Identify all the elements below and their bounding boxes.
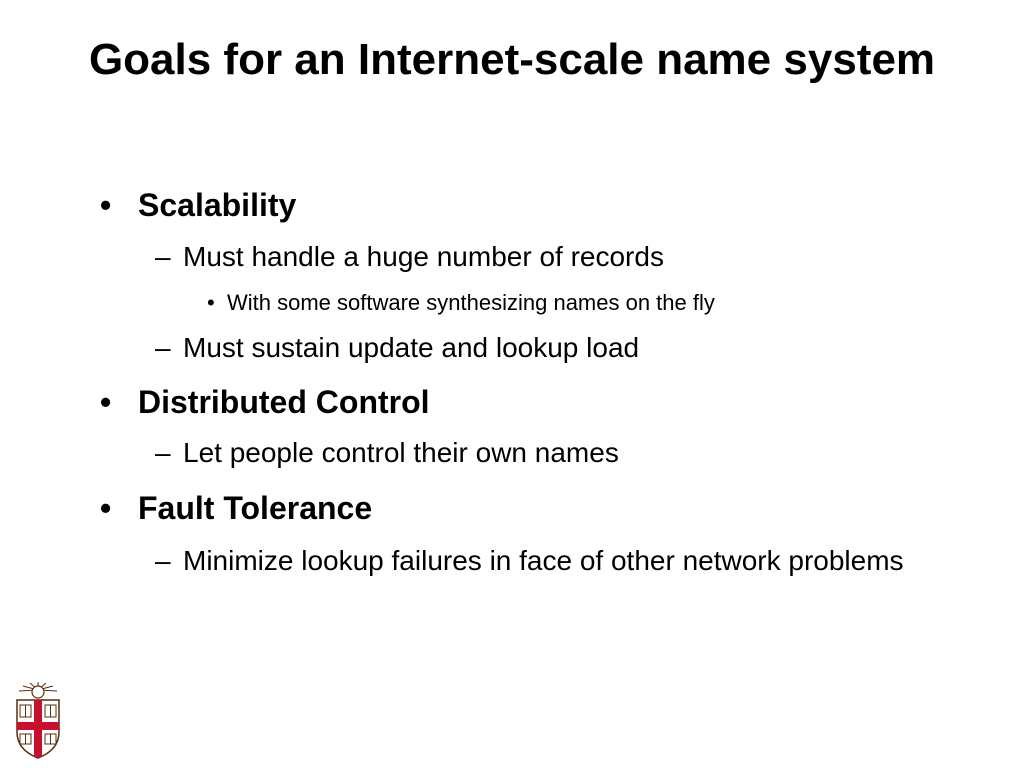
sub-bullet-text: Must sustain update and lookup load — [183, 332, 640, 363]
dash-marker: – — [155, 332, 171, 363]
bullet-distributed-control: • Distributed Control — [100, 384, 430, 421]
sub-bullet-text: Must handle a huge number of records — [183, 241, 664, 272]
bullet-text: Fault Tolerance — [138, 490, 373, 526]
dash-marker: – — [155, 437, 171, 468]
sub-bullet-own-names: – Let people control their own names — [155, 437, 619, 469]
sub-sub-bullet-synthesizing: • With some software synthesizing names … — [207, 290, 715, 316]
sub-bullet-load: – Must sustain update and lookup load — [155, 332, 639, 364]
sub-bullet-lookup-failures: – Minimize lookup failures in face of ot… — [155, 541, 923, 581]
bullet-scalability: • Scalability — [100, 187, 296, 224]
books — [19, 704, 57, 745]
shield-cross-horizontal — [17, 722, 59, 730]
sub-bullet-records: – Must handle a huge number of records — [155, 241, 664, 273]
bullet-marker: • — [207, 290, 215, 315]
bullet-marker: • — [100, 384, 112, 420]
bullet-text: Distributed Control — [138, 384, 430, 420]
bullet-fault-tolerance: • Fault Tolerance — [100, 490, 372, 527]
sub-bullet-text: Let people control their own names — [183, 437, 619, 468]
bullet-marker: • — [100, 490, 112, 526]
dash-marker: – — [155, 545, 171, 576]
slide-title: Goals for an Internet-scale name system — [88, 35, 936, 84]
sun-face — [31, 685, 45, 699]
bullet-marker: • — [100, 187, 112, 223]
bullet-text: Scalability — [138, 187, 297, 223]
sub-sub-bullet-text: With some software synthesizing names on… — [227, 290, 715, 315]
dash-marker: – — [155, 241, 171, 272]
university-seal-logo — [16, 682, 60, 759]
sub-bullet-text: Minimize lookup failures in face of othe… — [183, 545, 904, 576]
